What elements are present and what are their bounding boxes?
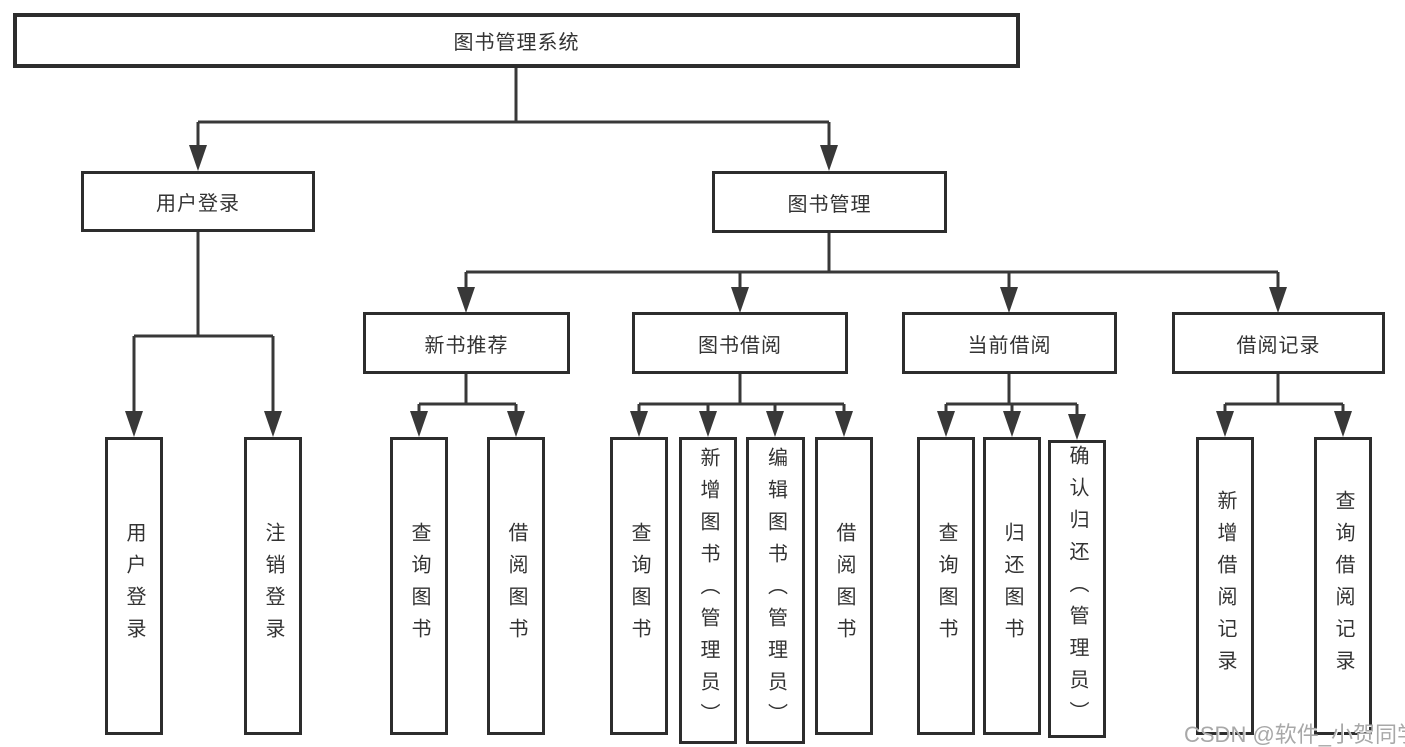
leaf-borrowing-borrow-book: 借阅图书 — [815, 437, 873, 735]
node-library-management-system-label: 图书管理系统 — [453, 32, 580, 54]
node-book-management: 图书管理 — [712, 171, 947, 233]
leaf-add-borrow-record-label: 新增借阅记录 — [1214, 490, 1236, 682]
leaf-add-book-admin-label: 新增图书（管理员） — [697, 446, 719, 735]
leaf-current-query-book: 查询图书 — [917, 437, 975, 735]
leaf-recommend-query-book: 查询图书 — [390, 437, 448, 735]
leaf-add-borrow-record: 新增借阅记录 — [1196, 437, 1254, 735]
node-user-login-label: 用户登录 — [156, 193, 240, 215]
watermark-text: CSDN @软件_小贺同学 — [1184, 722, 1405, 747]
leaf-borrowing-borrow-book-label: 借阅图书 — [833, 522, 855, 650]
leaf-logout: 注销登录 — [244, 437, 302, 735]
node-book-borrowing: 图书借阅 — [632, 312, 848, 374]
leaf-return-book: 归还图书 — [983, 437, 1041, 735]
node-book-borrowing-label: 图书借阅 — [698, 334, 782, 357]
node-borrow-records-label: 借阅记录 — [1236, 334, 1321, 357]
leaf-confirm-return-admin: 确认归还（管理员） — [1048, 440, 1106, 738]
leaf-recommend-query-book-label: 查询图书 — [408, 522, 430, 650]
leaf-recommend-borrow-book-label: 借阅图书 — [505, 522, 527, 650]
leaf-logout-label: 注销登录 — [262, 522, 284, 650]
leaf-edit-book-admin-label: 编辑图书（管理员） — [764, 446, 787, 735]
node-current-borrowing: 当前借阅 — [902, 312, 1117, 374]
leaf-borrowing-query-book: 查询图书 — [610, 437, 668, 735]
leaf-edit-book-admin: 编辑图书（管理员） — [746, 437, 805, 744]
leaf-return-book-label: 归还图书 — [1001, 522, 1023, 650]
node-new-book-recommend-label: 新书推荐 — [424, 334, 509, 357]
leaf-current-query-book-label: 查询图书 — [935, 522, 957, 650]
leaf-query-borrow-record: 查询借阅记录 — [1314, 437, 1372, 735]
leaf-query-borrow-record-label: 查询借阅记录 — [1332, 490, 1354, 682]
node-user-login: 用户登录 — [81, 171, 315, 232]
leaf-confirm-return-admin-label: 确认归还（管理员） — [1066, 445, 1088, 733]
node-current-borrowing-label: 当前借阅 — [967, 334, 1052, 357]
leaf-user-login: 用户登录 — [105, 437, 163, 735]
leaf-recommend-borrow-book: 借阅图书 — [487, 437, 545, 735]
node-book-management-label: 图书管理 — [787, 193, 872, 216]
leaf-borrowing-query-book-label: 查询图书 — [628, 522, 650, 650]
leaf-add-book-admin: 新增图书（管理员） — [679, 437, 737, 744]
node-library-management-system: 图书管理系统 — [13, 13, 1020, 68]
node-new-book-recommend: 新书推荐 — [363, 312, 570, 374]
node-borrow-records: 借阅记录 — [1172, 312, 1385, 374]
leaf-user-login-label: 用户登录 — [123, 522, 145, 650]
